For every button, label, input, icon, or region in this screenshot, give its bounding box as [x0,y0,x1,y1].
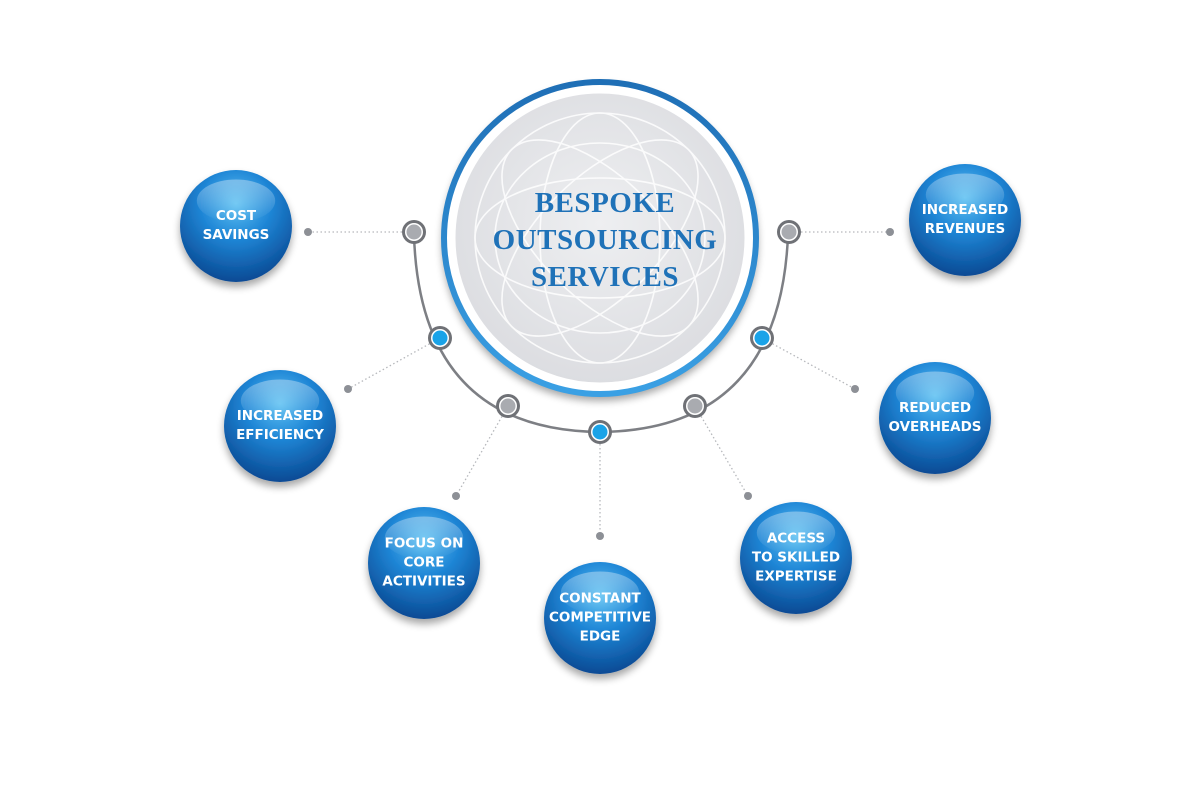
arc-node-access-to-skilled-expertise [683,394,707,418]
dotted-connector-increased-efficiency [347,337,441,390]
end-dot-constant-competitive-edge [596,532,604,540]
bubble-increased-revenues [909,164,1021,276]
bubble-label-line: CORE [403,554,445,571]
bubble-label-line: INCREASED [236,408,324,424]
end-dot-reduced-overheads [851,385,859,393]
bubble-reduced-overheads [879,362,991,474]
bubble-label-line: ACTIVITIES [382,573,466,590]
arc-node-constant-competitive-edge [588,420,612,444]
end-dot-focus-on-core-activities [452,492,460,500]
center-title-line-2: OUTSOURCING [492,224,718,256]
center-title-line-3: SERVICES [530,261,680,293]
bubble-label-constant-competitive-edge: CONSTANT COMPETITIVE EDGE [545,590,655,647]
end-dot-increased-revenues [886,228,894,236]
bubble-label-line: TO SKILLED [751,549,841,566]
bubble-label-line: EXPERTISE [755,568,837,585]
arc-node-focus-on-core-activities [496,394,520,418]
bubble-label-line: ACCESS [766,530,826,547]
bubble-label-line: REDUCED [898,400,972,416]
dotted-connector-reduced-overheads [761,337,856,390]
bubble-label-line: INCREASED [921,202,1009,218]
bubble-label-line: EDGE [579,628,621,645]
bubble-label-cost-savings: COST SAVINGS [181,207,291,245]
bubble-constant-competitive-edge [544,562,656,674]
bubble-label-reduced-overheads: REDUCED OVERHEADS [880,399,990,437]
bubble-label-focus-on-core-activities: FOCUS ON CORE ACTIVITIES [369,535,479,592]
decorative-pattern [474,112,726,364]
dotted-connector-access-to-skilled-expertise [694,405,749,497]
bubble-increased-efficiency [224,370,336,482]
arc-node-cost-savings [402,220,426,244]
dotted-connector-focus-on-core-activities [455,405,509,497]
arc-node-increased-revenues [777,220,801,244]
end-dot-access-to-skilled-expertise [744,492,752,500]
bubble-cost-savings [180,170,292,282]
center-title-line-1: BESPOKE [534,187,676,219]
bubble-access-to-skilled-expertise [740,502,852,614]
arc-node-reduced-overheads [750,326,774,350]
bubble-label-line: FOCUS ON [384,535,464,552]
bubble-label-line: OVERHEADS [888,419,982,435]
center-circle [441,79,759,397]
end-dot-increased-efficiency [344,385,352,393]
arc-node-increased-efficiency [428,326,452,350]
end-dot-cost-savings [304,228,312,236]
bubble-label-line: REVENUES [924,221,1006,237]
bubble-label-line: SAVINGS [202,227,270,243]
bubble-label-line: COST [215,208,257,224]
bubble-focus-on-core-activities [368,507,480,619]
bubble-label-line: CONSTANT [559,590,641,607]
bubble-label-access-to-skilled-expertise: ACCESS TO SKILLED EXPERTISE [741,530,851,587]
bubble-label-increased-revenues: INCREASED REVENUES [910,201,1020,239]
bubble-label-increased-efficiency: INCREASED EFFICIENCY [225,407,335,445]
bubble-label-line: COMPETITIVE [548,609,652,626]
bubble-label-line: EFFICIENCY [236,427,324,443]
center-title: BESPOKE OUTSOURCING SERVICES [455,185,755,296]
